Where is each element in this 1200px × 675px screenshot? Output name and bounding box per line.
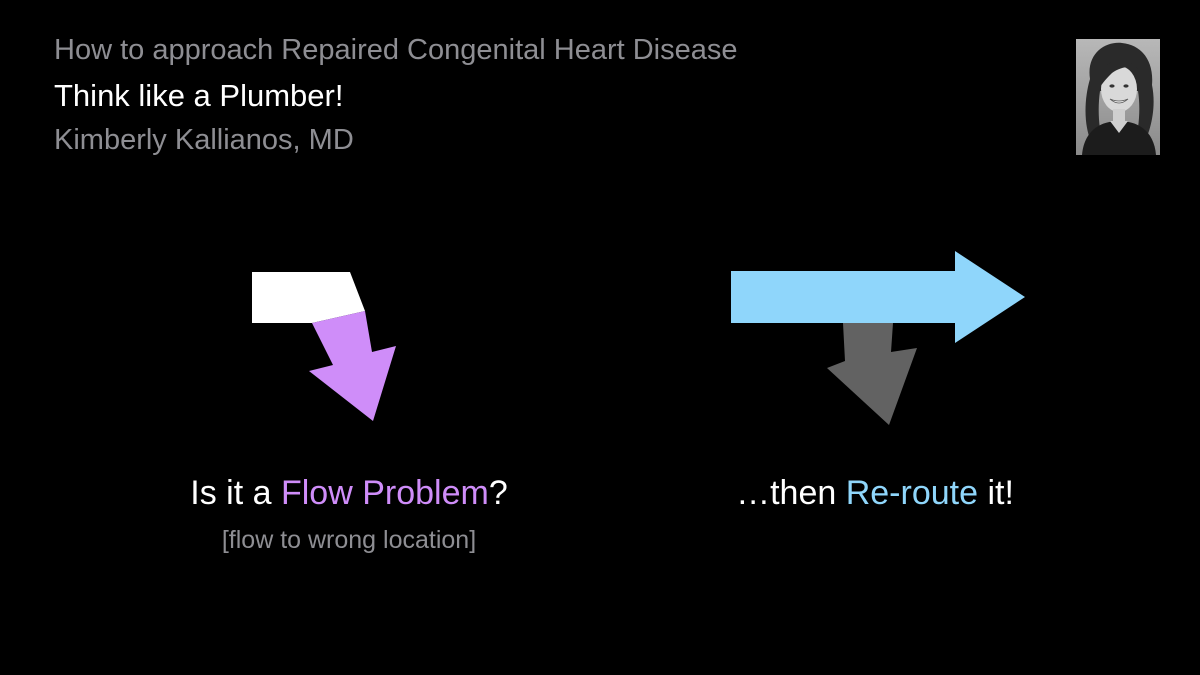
slide-title: Think like a Plumber! [54, 78, 344, 113]
question-highlight: Flow Problem [280, 474, 489, 512]
presenter-photo-icon [1076, 39, 1160, 155]
diverted-segment [309, 311, 396, 421]
answer-prefix: …then [736, 474, 846, 512]
slide-supertitle: How to approach Repaired Congenital Hear… [54, 34, 738, 66]
question-suffix: ? [488, 474, 508, 512]
inflow-segment [252, 272, 365, 323]
flow-problem-note: [flow to wrong location] [221, 526, 477, 554]
bent-down-arrow-icon [252, 272, 396, 421]
reroute-answer: …then Re-route it! [690, 474, 1060, 513]
right-arrow-icon [731, 251, 1025, 343]
question-prefix: Is it a [190, 474, 281, 512]
presenter-name: Kimberly Kallianos, MD [54, 124, 354, 156]
answer-suffix: it! [978, 474, 1014, 512]
down-arrow-icon [827, 323, 917, 425]
answer-highlight: Re-route [845, 474, 978, 512]
flow-problem-question: Is it a Flow Problem? [166, 474, 532, 513]
presenter-photo [1076, 39, 1160, 155]
